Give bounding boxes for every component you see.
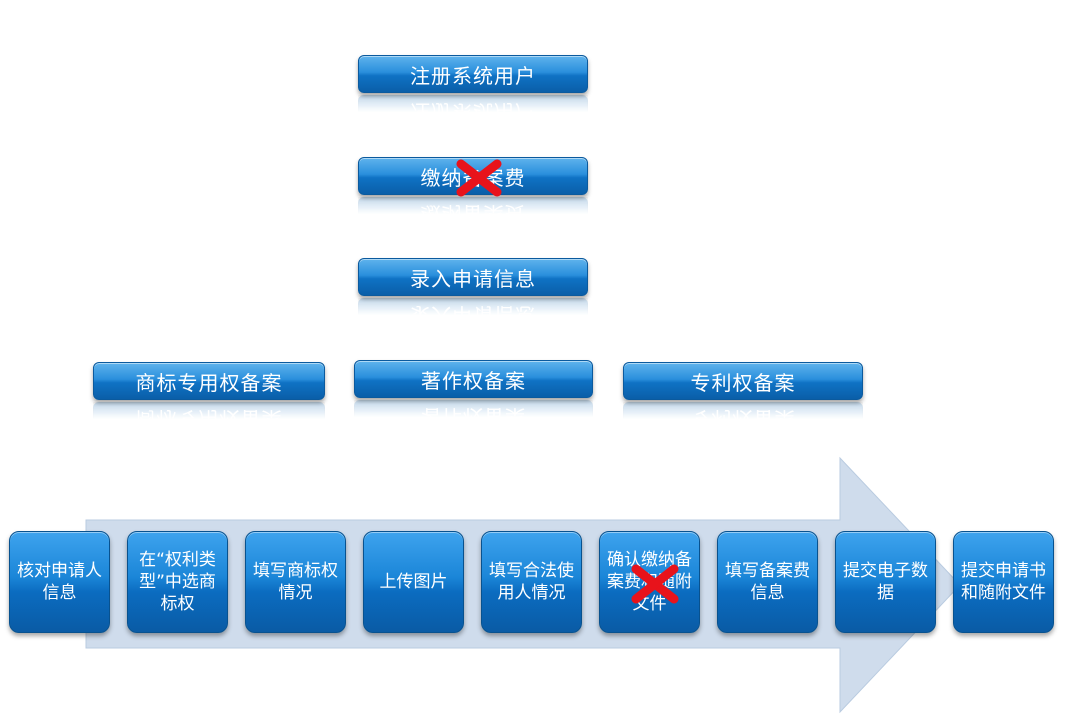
trademark-label: 商标专用权备案: [135, 370, 283, 395]
step-3-label: 填写商标权情况: [253, 561, 338, 603]
cross-icon: [631, 564, 679, 604]
step-7: 填写备案费信息: [717, 531, 818, 633]
step-2: 在“权利类型”中选商标权: [127, 531, 228, 633]
register-user-box: 注册系统用户: [358, 55, 588, 93]
step-3: 填写商标权情况: [245, 531, 346, 633]
trademark-box: 商标专用权备案: [93, 362, 325, 400]
step-8-label: 提交电子数据: [843, 561, 928, 603]
step-2-label: 在“权利类型”中选商标权: [139, 550, 216, 614]
cross-icon: [456, 159, 502, 197]
step-1-label: 核对申请人信息: [17, 561, 102, 603]
copyright-label: 著作权备案: [421, 368, 526, 393]
patent-label: 专利权备案: [690, 370, 796, 395]
step-5-label: 填写合法使用人情况: [489, 561, 574, 603]
step-5: 填写合法使用人情况: [481, 531, 582, 633]
step-9-label: 提交申请书和随附文件: [961, 561, 1046, 603]
step-9: 提交申请书和随附文件: [953, 531, 1054, 633]
patent-box: 专利权备案: [623, 362, 863, 400]
step-7-label: 填写备案费信息: [725, 561, 810, 603]
enter-info-label: 录入申请信息: [410, 266, 536, 291]
register-user-label: 注册系统用户: [410, 63, 536, 88]
step-8: 提交电子数据: [835, 531, 936, 633]
step-1: 核对申请人信息: [9, 531, 110, 633]
step-4: 上传图片: [363, 531, 464, 633]
copyright-box: 著作权备案: [354, 360, 593, 398]
step-4-label: 上传图片: [379, 572, 448, 592]
enter-info-box: 录入申请信息: [358, 258, 588, 296]
